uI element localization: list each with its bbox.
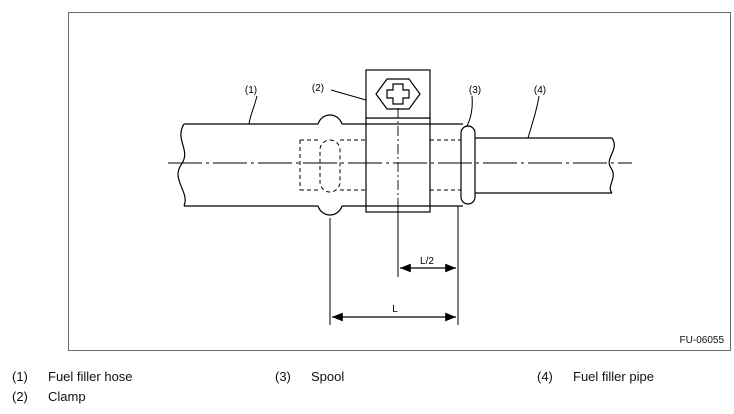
- callout-leaders: [248, 89, 540, 139]
- figure-code: FU-06055: [679, 335, 724, 346]
- callout-spool: (3): [469, 85, 481, 96]
- length-label: L: [392, 304, 398, 315]
- callout-hose: (1): [245, 85, 257, 96]
- legend-number: (3): [275, 369, 291, 384]
- fuel-filler-pipe: [475, 137, 615, 194]
- hidden-spool-outline: [299, 139, 463, 193]
- legend-number: (4): [537, 369, 553, 384]
- callout-clamp: (2): [312, 83, 324, 94]
- legend-number: (1): [12, 369, 28, 384]
- fuel-filler-hose: [177, 114, 463, 216]
- legend-label: Fuel filler hose: [48, 369, 133, 384]
- legend-label: Spool: [311, 369, 345, 384]
- spool: [460, 125, 476, 205]
- diagram-frame: FU-06055: [68, 12, 731, 351]
- dimension-extension-lines: [329, 206, 459, 325]
- legend-label: Clamp: [48, 389, 86, 404]
- half-length-label: L/2: [420, 256, 434, 267]
- callout-pipe: (4): [534, 85, 546, 96]
- legend-label: Fuel filler pipe: [573, 369, 654, 384]
- legend-number: (2): [12, 389, 28, 404]
